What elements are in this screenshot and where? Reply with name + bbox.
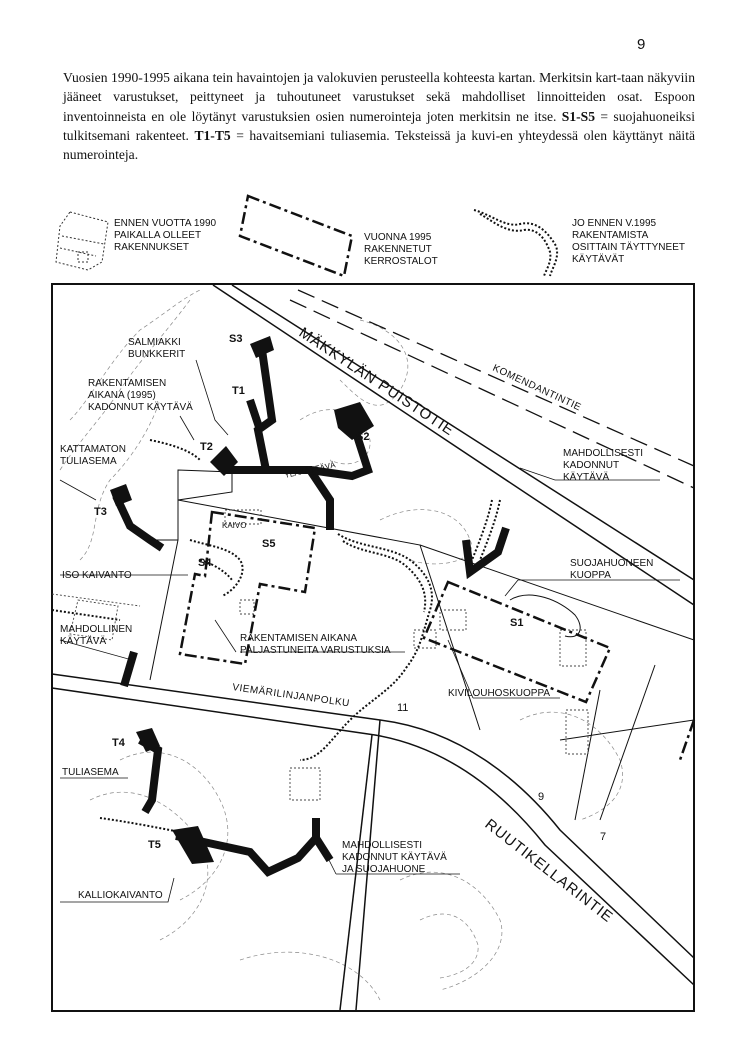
legend-new-buildings-line3: KERROSTALOT (364, 256, 438, 267)
label-mahdollinen-line1: MAHDOLLINEN (60, 624, 132, 635)
legend-old-buildings-line1: ENNEN VUOTTA 1990 (114, 218, 217, 229)
label-mahdollisesti-kadonnut-line1: MAHDOLLISESTI (563, 448, 643, 459)
code-s3: S3 (229, 333, 242, 345)
code-t1: T1 (232, 385, 245, 397)
map-frame (51, 283, 695, 1012)
label-paljastuneita-line2: PALJASTUNEITA VARUSTUKSIA (240, 645, 391, 656)
legend-filled-trenches-line3: OSITTAIN TÄYTTYNEET (572, 241, 685, 253)
road-label-komendantintie: KOMENDANTINTIE (491, 363, 583, 414)
code-t5: T5 (148, 839, 161, 851)
s-codes-description: = suojahuoneiksi tulkitsemani rakenteet. (63, 108, 695, 143)
legend-old-buildings-symbol (55, 211, 109, 271)
label-iso-kaivanto: ISO KAIVANTO (62, 570, 132, 581)
legend-old-buildings-line3: RAKENNUKSET (114, 242, 189, 253)
plot-number-9: 9 (538, 791, 544, 803)
legend-new-buildings-line1: VUONNA 1995 (364, 232, 432, 243)
s-codes: S1-S5 (561, 108, 596, 124)
label-suojahuoneen-kuoppa-line1: SUOJAHUONEEN (570, 558, 653, 569)
new-buildings (178, 510, 696, 761)
intro-paragraph: Vuosien 1990-1995 aikana tein havaintoje… (63, 68, 695, 164)
code-s5: S5 (262, 538, 275, 550)
label-rakentamisen-1995-line1: RAKENTAMISEN (88, 378, 166, 389)
label-mahdollisesti-suojahuone-line2: KADONNUT KÄYTÄVÄ (342, 851, 447, 863)
legend: ENNEN VUOTTA 1990 PAIKALLA OLLEET RAKENN… (55, 194, 685, 278)
legend-filled-trenches-line4: KÄYTÄVÄT (572, 253, 624, 265)
code-t3: T3 (94, 506, 107, 518)
contour-lines (59, 289, 623, 1001)
label-rakentamisen-1995-line3: KADONNUT KÄYTÄVÄ (88, 401, 193, 413)
code-s4: S4 (198, 557, 212, 569)
road-label-ruutikellarintie: RUUTIKELLARINTIE (482, 816, 617, 926)
label-mahdollisesti-suojahuone-line3: JA SUOJAHUONE (342, 864, 426, 875)
legend-filled-trenches-line1: JO ENNEN V.1995 (572, 218, 657, 229)
code-s2: S2 (356, 431, 369, 443)
old-buildings (51, 509, 589, 801)
code-t4: T4 (112, 737, 126, 749)
label-kattamaton-line1: KATTAMATON (60, 444, 126, 455)
roads (51, 284, 695, 1011)
label-salmiakki-line2: BUNKKERIT (128, 349, 185, 360)
komendantintie-road (289, 289, 695, 489)
intro-sentence: Vuosien 1990-1995 aikana tein havaintoje… (63, 70, 695, 124)
legend-filled-trenches-symbol (473, 209, 559, 277)
t-codes-description: = havaitsemiani tuliasemia. Teksteissä j… (63, 127, 696, 163)
label-mahdollisesti-kadonnut-line2: KADONNUT (563, 460, 619, 471)
label-rakentamisen-1995-line2: AIKANA (1995) (88, 390, 156, 401)
label-mahdollisesti-suojahuone-line1: MAHDOLLISESTI (342, 840, 422, 851)
plot-number-11: 11 (397, 702, 408, 714)
legend-filled-trenches-line2: RAKENTAMISTA (572, 230, 649, 241)
t-codes: T1-T5 (194, 127, 231, 143)
label-mahdollisesti-kadonnut-line3: KÄYTÄVÄ (563, 471, 609, 483)
page-number: 9 (637, 36, 646, 53)
plot-number-7: 7 (600, 831, 606, 843)
trenches (112, 349, 510, 877)
code-t2: T2 (200, 441, 213, 453)
label-kaivo: KAIVO (222, 521, 246, 530)
road-label-makkylan: MÄKKYLÄN PUISTOTIE (296, 324, 458, 439)
label-kalliokaivanto: KALLIOKAIVANTO (78, 890, 163, 901)
legend-old-buildings-line2: PAIKALLA OLLEET (114, 230, 201, 241)
label-salmiakki-line1: SALMIAKKI (128, 337, 181, 348)
legend-new-buildings-symbol (238, 194, 354, 278)
legend-new-buildings-line2: RAKENNETUT (364, 244, 432, 255)
code-s1: S1 (510, 617, 523, 629)
leader-lines (59, 359, 680, 903)
label-kattamaton-line2: TULIASEMA (60, 456, 117, 467)
label-suojahuoneen-kuoppa-line2: KUOPPA (570, 570, 611, 581)
road-label-viemarilinjanpolku: VIEMÄRILINJANPOLKU (232, 681, 351, 709)
bunker-shapes (110, 336, 374, 864)
label-kivilouhoskuoppa: KIVILOUHOSKUOPPA (448, 688, 550, 699)
label-paljastuneita-line1: RAKENTAMISEN AIKANA (240, 633, 357, 644)
label-tuliasema: TULIASEMA (62, 767, 119, 778)
label-mahdollinen-line2: KÄYTÄVÄ (60, 635, 106, 647)
filled-trenches (51, 439, 501, 837)
